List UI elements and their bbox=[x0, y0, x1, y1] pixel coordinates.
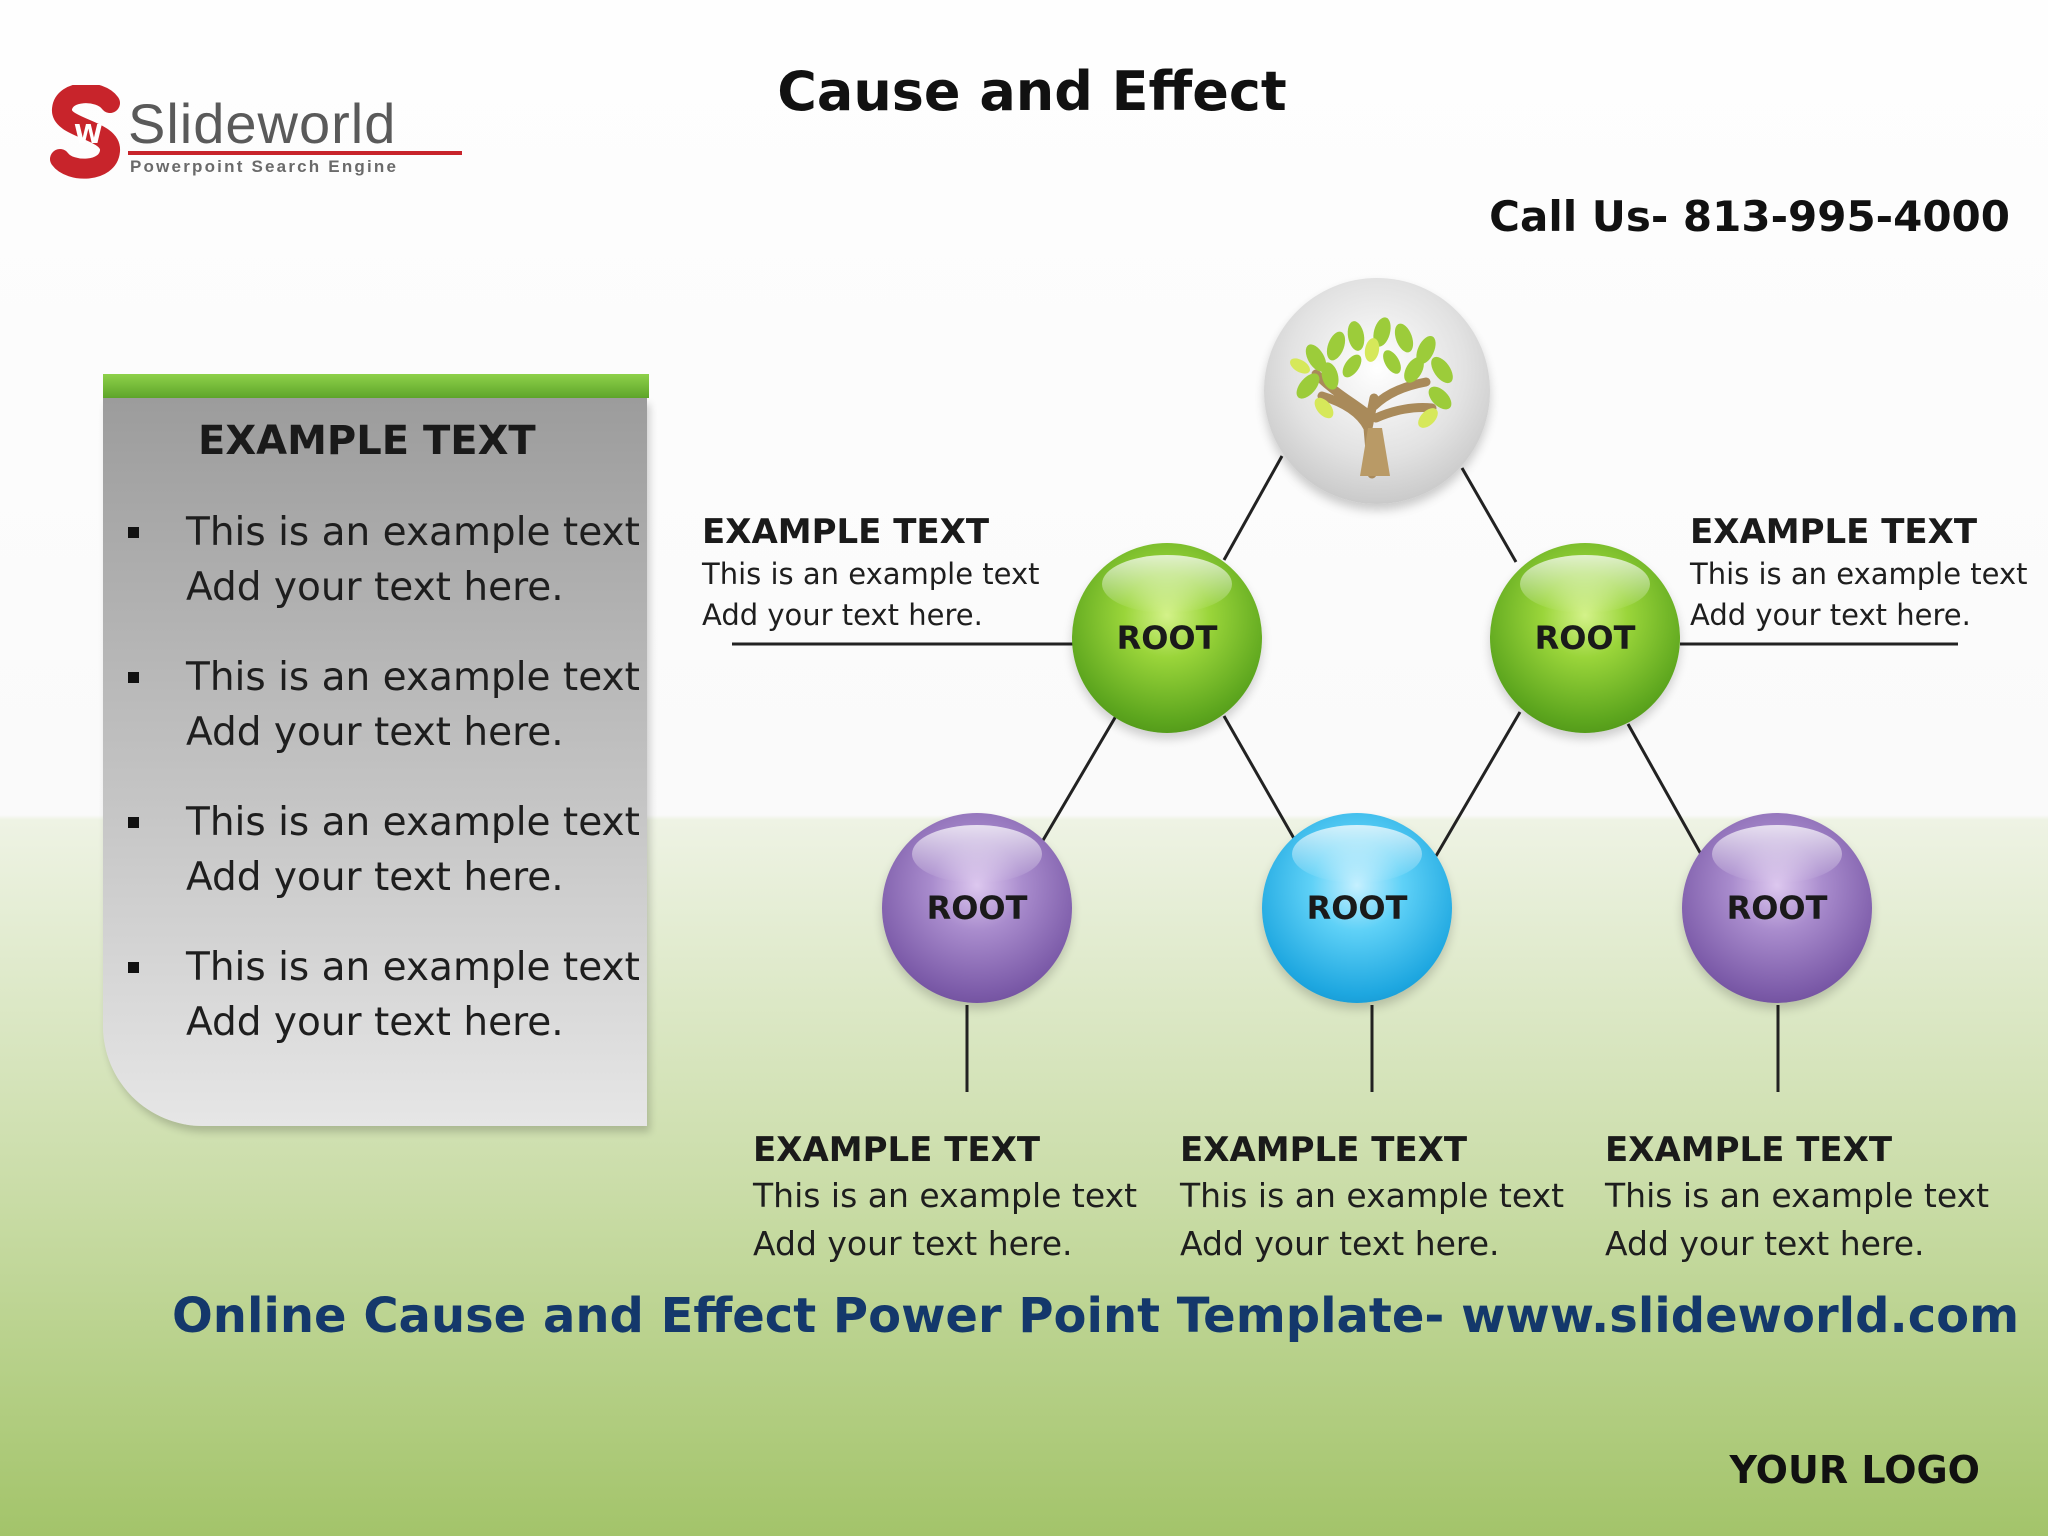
callout-bottom-center: EXAMPLE TEXT This is an example text Add… bbox=[1180, 1128, 1564, 1268]
connector-green-right-purple bbox=[1626, 723, 1704, 857]
root-node-blue-center: ROOT bbox=[1262, 813, 1452, 1003]
connector-tree-left bbox=[1222, 455, 1284, 561]
root-node-label: ROOT bbox=[1116, 619, 1218, 657]
root-node-label: ROOT bbox=[1726, 889, 1828, 927]
list-item-line1: This is an example text bbox=[186, 510, 640, 555]
tree-node bbox=[1264, 278, 1490, 504]
page-title: Cause and Effect bbox=[777, 60, 1287, 123]
list-item-line2: Add your text here. bbox=[186, 565, 564, 610]
callout-line: Add your text here. bbox=[1690, 598, 1971, 632]
list-item-line1: This is an example text bbox=[186, 655, 640, 700]
list-item-line2: Add your text here. bbox=[186, 1000, 564, 1045]
callout-top-left: EXAMPLE TEXT This is an example text Add… bbox=[702, 510, 1040, 636]
connector-green-left-blue bbox=[1222, 715, 1298, 843]
brand-name: Slideworld bbox=[128, 92, 397, 155]
panel-header-bar bbox=[103, 374, 649, 398]
callout-top-right: EXAMPLE TEXT This is an example text Add… bbox=[1690, 510, 2028, 636]
callout-line: This is an example text bbox=[753, 1176, 1138, 1215]
callout-line: Add your text here. bbox=[1180, 1224, 1500, 1263]
phone-number: Call Us- 813-995-4000 bbox=[1489, 192, 2010, 241]
callout-line: This is an example text bbox=[702, 557, 1040, 591]
root-node-label: ROOT bbox=[1534, 619, 1636, 657]
callout-line: Add your text here. bbox=[702, 598, 983, 632]
callout-bottom-right: EXAMPLE TEXT This is an example text Add… bbox=[1605, 1128, 1989, 1268]
panel-title: EXAMPLE TEXT bbox=[198, 418, 536, 464]
text-panel bbox=[103, 398, 647, 1126]
tree-icon bbox=[1290, 317, 1453, 479]
callout-line: Add your text here. bbox=[1605, 1224, 1925, 1263]
callout-title: EXAMPLE TEXT bbox=[702, 512, 990, 552]
callout-title: EXAMPLE TEXT bbox=[753, 1130, 1041, 1170]
list-item-line1: This is an example text bbox=[186, 945, 640, 990]
svg-text:W: W bbox=[74, 120, 103, 150]
root-node-purple-left: ROOT bbox=[882, 813, 1072, 1003]
list-item-line2: Add your text here. bbox=[186, 855, 564, 900]
callout-line: This is an example text bbox=[1605, 1176, 1990, 1215]
callout-line: This is an example text bbox=[1690, 557, 2028, 591]
brand-tagline: Powerpoint Search Engine bbox=[130, 157, 399, 176]
callout-title: EXAMPLE TEXT bbox=[1180, 1130, 1468, 1170]
root-node-green-left: ROOT bbox=[1072, 543, 1262, 733]
callout-title: EXAMPLE TEXT bbox=[1690, 512, 1978, 552]
root-node-purple-right: ROOT bbox=[1682, 813, 1872, 1003]
brand-underline bbox=[128, 151, 462, 155]
root-node-label: ROOT bbox=[1306, 889, 1408, 927]
your-logo-placeholder: YOUR LOGO bbox=[1729, 1448, 1980, 1492]
slideworld-logo-icon: W bbox=[50, 83, 124, 179]
list-item-line1: This is an example text bbox=[186, 800, 640, 845]
connector-green-left-purple bbox=[1040, 715, 1118, 843]
connector-green-right-blue bbox=[1434, 711, 1522, 857]
connector-tree-right bbox=[1460, 467, 1518, 563]
callout-line: This is an example text bbox=[1180, 1176, 1565, 1215]
callout-bottom-left: EXAMPLE TEXT This is an example text Add… bbox=[753, 1128, 1137, 1268]
callout-title: EXAMPLE TEXT bbox=[1605, 1130, 1893, 1170]
list-item-line2: Add your text here. bbox=[186, 710, 564, 755]
callout-line: Add your text here. bbox=[753, 1224, 1073, 1263]
footer-link-text: Online Cause and Effect Power Point Temp… bbox=[172, 1288, 2020, 1344]
root-node-label: ROOT bbox=[926, 889, 1028, 927]
root-node-green-right: ROOT bbox=[1490, 543, 1680, 733]
